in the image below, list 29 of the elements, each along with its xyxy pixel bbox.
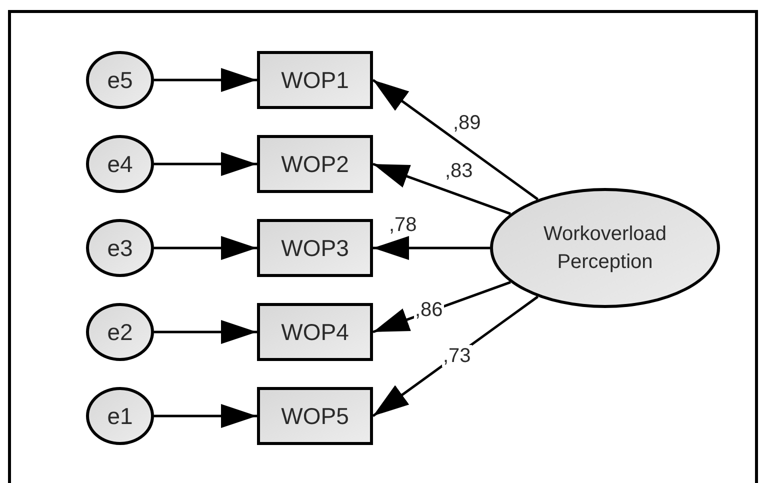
- observed-variable-box: [257, 219, 373, 277]
- node-label: e5: [107, 66, 133, 95]
- node-label: WOP1: [281, 66, 349, 95]
- arrow: [373, 236, 490, 260]
- edge-label: ,89: [452, 112, 482, 134]
- edge-label: ,78: [388, 214, 418, 236]
- arrow: [372, 162, 511, 215]
- edge-label: ,86: [414, 299, 444, 321]
- node-label: e4: [107, 150, 133, 179]
- arrow: [372, 78, 538, 200]
- arrow: [154, 404, 257, 428]
- observed-variable-box: [257, 303, 373, 361]
- arrow: [154, 152, 257, 176]
- observed-variable-box: [257, 135, 373, 193]
- node-label: WOP3: [281, 234, 349, 263]
- node-label: e3: [107, 234, 133, 263]
- observed-variable-box: [257, 387, 373, 445]
- edge-label: ,83: [444, 160, 474, 182]
- node-label: e1: [107, 402, 133, 431]
- node-label: WOP5: [281, 402, 349, 431]
- observed-variable-box: [257, 51, 373, 109]
- node-label: e2: [107, 318, 133, 347]
- edge-label: ,73: [442, 345, 472, 367]
- node-label: Workoverload Perception: [542, 222, 668, 275]
- node-label: WOP4: [281, 318, 349, 347]
- arrow: [154, 236, 257, 260]
- arrow: [154, 320, 257, 344]
- arrow: [154, 68, 257, 92]
- node-label: WOP2: [281, 150, 349, 179]
